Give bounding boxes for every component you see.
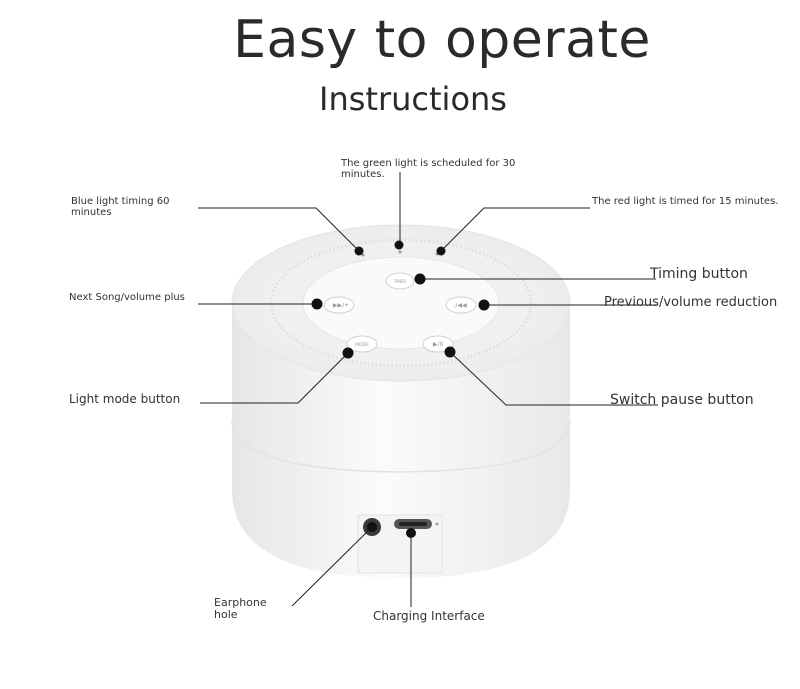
light-mode-label: Light mode button [69, 392, 181, 406]
timer-button[interactable]: TIMER [385, 272, 415, 290]
previous-volume-minus-icon: -/◀◀ [453, 302, 467, 309]
next-volume-plus-icon: ▶▶/+ [333, 302, 349, 309]
green-light-label: The green light is scheduled for 30 minu… [341, 158, 516, 180]
charging-interface-label: Charging Interface [373, 609, 485, 623]
red-light-label: The red light is timed for 15 minutes. [592, 196, 779, 207]
play-pause-button[interactable]: ▶/II [422, 335, 454, 353]
previous-volume-label: Previous/volume reduction [604, 295, 778, 310]
light-mode-icon: MODE [355, 342, 369, 348]
speaker-body [231, 224, 571, 578]
page-subtitle: Instructions [319, 80, 507, 118]
blue-light-label: Blue light timing 60 minutes [71, 196, 170, 218]
timing-button-label: Timing button [650, 266, 748, 282]
play-pause-icon: ▶/II [433, 341, 443, 348]
light-mode-button[interactable]: MODE [346, 335, 378, 353]
blue-light-indicator [361, 253, 365, 257]
green-light-indicator [398, 250, 402, 254]
next-song-label: Next Song/volume plus [69, 292, 185, 303]
earphone-hole-label: Earphone hole [214, 596, 267, 621]
previous-volume-minus-button[interactable]: -/◀◀ [445, 296, 477, 314]
leader-lines [198, 172, 658, 607]
callout-dots [311, 240, 490, 538]
usb-c-port [394, 519, 439, 529]
page-title: Easy to operate [233, 10, 651, 70]
switch-pause-label: Switch pause button [610, 392, 754, 408]
timer-icon: TIMER [393, 279, 407, 284]
next-volume-plus-button[interactable]: ▶▶/+ [323, 296, 355, 314]
